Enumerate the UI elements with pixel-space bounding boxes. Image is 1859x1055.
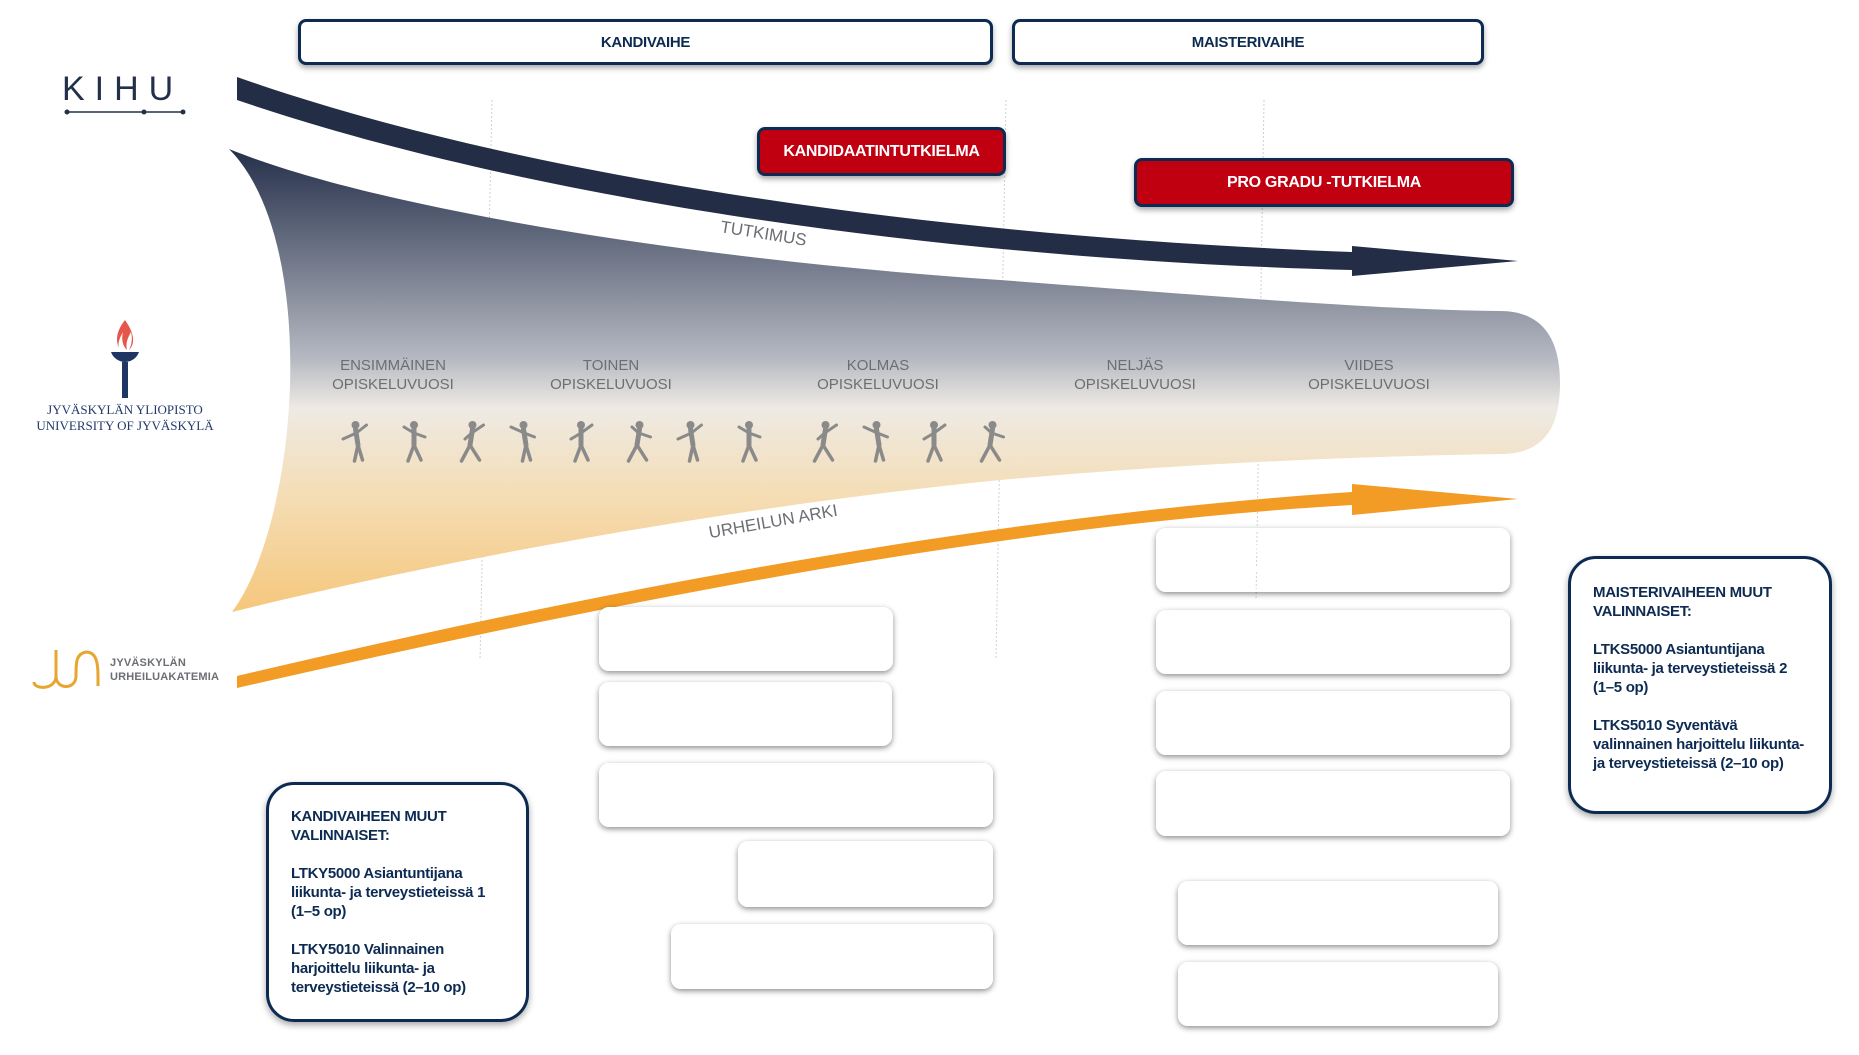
year-label-3-line2: OPISKELUVUOSI — [817, 376, 939, 393]
jyu-logo-line1: JYVÄSKYLÄN YLIOPISTO — [47, 402, 203, 417]
course-title: VALP1004 Valmennuksen — [744, 938, 920, 956]
bachelor-other-title: KANDIVAIHEEN MUUT VALINNAISET: — [291, 808, 447, 844]
course-detail: tutkimusharjoittelu (1–4 op) — [1243, 914, 1433, 931]
study-funnel — [229, 149, 1560, 612]
year-label-5: VIIDES OPISKELUVUOSI — [1269, 356, 1469, 394]
course-label: LFYS1005 Liikuntafysiologian työelämäharj… — [1231, 623, 1435, 661]
course-title: VALS1011 Valmennustieteen — [1240, 895, 1436, 912]
year-label-4-line1: NELJÄS — [1106, 357, 1164, 374]
urheiluakatemia-logo-icon — [32, 650, 100, 689]
course-detail: (5 op) — [1313, 804, 1353, 822]
volleyball-player-icon — [676, 421, 703, 463]
figure-skaters-icon — [922, 421, 947, 463]
year-divider — [1255, 99, 1265, 601]
phase-bachelor: KANDIVAIHE — [298, 19, 993, 65]
master-other-title: MAISTERIVAIHEEN MUUT VALINNAISET: — [1593, 584, 1772, 620]
master-other-item: LTKS5000 Asiantuntijana liikunta- ja ter… — [1593, 641, 1788, 696]
course-vals1009[interactable]: VALS1009 Valmennuksen akateeminen työeläm… — [1178, 962, 1498, 1026]
course-vals1011[interactable]: VALS1011 Valmennustieteen tutkimusharjoit… — [1178, 881, 1498, 945]
kihu-logo-underline — [64, 109, 186, 115]
course-title: VALA1009 Urheiluvalmennuksen käytännön — [645, 777, 947, 794]
course-lfys1005[interactable]: LFYS1005 Liikuntafysiologian työelämäharj… — [1156, 610, 1510, 674]
course-title: BMES1005 Biomekaniikan — [1242, 542, 1424, 559]
course-detail: työelämäharjoittelu (5 op) — [1245, 561, 1421, 578]
football-player-icon — [509, 421, 536, 463]
year-label-2: TOINEN OPISKELUVUOSI — [511, 356, 711, 394]
year-label-1-line1: ENSIMMÄINEN — [340, 357, 446, 374]
baseball-batter-icon — [979, 421, 1006, 463]
course-label: VALP1005 Valmennuksen tutkimukseen tutust… — [624, 695, 868, 733]
rings-gymnast-icon — [402, 421, 427, 463]
jyu-logo-line2: UNIVERSITY OF JYVÄSKYLÄ — [36, 418, 214, 433]
year-label-5-line1: VIIDES — [1344, 357, 1394, 374]
year-label-2-line2: OPISKELUVUOSI — [550, 376, 672, 393]
master-other-item: LTKS5010 Syventävä valinnainen harjoitte… — [1593, 717, 1804, 772]
course-title: VALS1002 Valmennuksen — [1245, 705, 1421, 722]
course-valp1005[interactable]: VALP1005 Valmennuksen tutkimukseen tutust… — [599, 682, 892, 746]
course-label: BMES1005 Biomekaniikan työelämäharjoittel… — [1243, 541, 1423, 579]
course-title: LFYS1005 Liikuntafysiologian — [1230, 624, 1436, 641]
course-title: VALS1004 Valmennuksen koulutustehtävät — [1185, 785, 1481, 803]
year-label-4: NELJÄS OPISKELUVUOSI — [1035, 356, 1235, 394]
year-label-3-line1: KOLMAS — [846, 357, 910, 374]
course-detail: Testausasemaharjoittelu (5 op) — [760, 875, 971, 892]
course-label: VALA1009 Urheiluvalmennuksen käytännön ha… — [646, 776, 947, 814]
course-title: LBIA0013 Liikuntabiologian — [651, 621, 841, 638]
thesis-master: PRO GRADU -TUTKIELMA — [1134, 158, 1514, 207]
course-label: VALS1002 Valmennuksen asiantuntijuustehtä… — [1235, 704, 1431, 742]
rhythmic-gymnast-icon — [341, 421, 368, 463]
year-label-3: KOLMAS OPISKELUVUOSI — [778, 356, 978, 394]
research-arrow — [237, 77, 1518, 276]
year-label-2-line1: TOINEN — [582, 357, 640, 374]
course-label: VALS1004 Valmennuksen koulutustehtävät(5… — [1185, 785, 1481, 823]
tennis-player-icon — [862, 421, 889, 463]
swimmer-icon — [569, 421, 594, 463]
course-vala1009[interactable]: VALA1009 Urheiluvalmennuksen käytännön ha… — [599, 763, 993, 827]
bachelor-other-item: LTKY5010 Valinnainen harjoittelu liikunt… — [291, 941, 466, 996]
course-detail: asiantuntijuustehtävät (5 op) — [1235, 724, 1431, 741]
year-label-1: ENSIMMÄINEN OPISKELUVUOSI — [293, 356, 493, 394]
course-detail: tutkimukseen tutustuminen (2 op) — [630, 640, 862, 657]
course-detail: tutkimukseen tutustuminen (1-2 op) — [623, 715, 868, 732]
course-vals1002[interactable]: VALS1002 Valmennuksen asiantuntijuustehtä… — [1156, 691, 1510, 755]
course-title: VALP1005 Valmennuksen — [657, 696, 834, 713]
year-label-4-line2: OPISKELUVUOSI — [1074, 376, 1196, 393]
course-vals1004[interactable]: VALS1004 Valmennuksen koulutustehtävät(5… — [1156, 771, 1510, 836]
course-detail: työelämäharjoittelu (3–10 op) — [732, 957, 932, 975]
ice-hockey-player-icon — [737, 421, 762, 463]
urheiluakatemia-logo-line2: URHEILUAKATEMIA — [110, 671, 220, 683]
course-lbia0013[interactable]: LBIA0013 Liikuntabiologian tutkimukseen t… — [599, 607, 893, 671]
bachelor-other-electives: KANDIVAIHEEN MUUT VALINNAISET: LTKY5000 … — [266, 782, 529, 1022]
sport-arrow — [237, 484, 1518, 688]
bachelor-other-item: LTKY5000 Asiantuntijana liikunta- ja ter… — [291, 865, 486, 920]
master-other-electives: MAISTERIVAIHEEN MUUT VALINNAISET: LTKS50… — [1568, 556, 1832, 814]
sports-icons-row — [340, 415, 1010, 465]
year-label-1-line2: OPISKELUVUOSI — [332, 376, 454, 393]
course-label: VALS1009 Valmennuksen akateeminen työeläm… — [1205, 975, 1472, 1013]
skier-icon — [459, 421, 485, 463]
course-title: VALS1009 Valmennuksen akateeminen — [1204, 976, 1472, 993]
urheiluakatemia-logo-line1: JYVÄSKYLÄN — [110, 657, 186, 669]
phase-master: MAISTERIVAIHE — [1012, 19, 1484, 65]
kihu-logo: KIHU — [62, 70, 184, 108]
cross-country-skier-icon — [812, 421, 838, 463]
javelin-thrower-icon — [626, 421, 653, 463]
course-detail: työelämäharjoittelu (3–8 op) — [1242, 995, 1434, 1012]
course-label: LBIA0013 Liikuntabiologian tutkimukseen t… — [630, 620, 862, 658]
year-label-5-line2: OPISKELUVUOSI — [1308, 376, 1430, 393]
jyu-torch-icon — [111, 320, 139, 398]
course-title: VALA1011 — [830, 856, 901, 873]
course-bmes1005[interactable]: BMES1005 Biomekaniikan työelämäharjoittel… — [1156, 528, 1510, 592]
course-detail: työelämäharjoittelu (5 op) — [1245, 643, 1421, 660]
course-detail: harjoittelu (10 op) — [735, 796, 857, 813]
thesis-bachelor: KANDIDAATINTUTKIELMA — [757, 127, 1006, 176]
course-label: VALS1011 Valmennustieteen tutkimusharjoit… — [1240, 894, 1436, 932]
